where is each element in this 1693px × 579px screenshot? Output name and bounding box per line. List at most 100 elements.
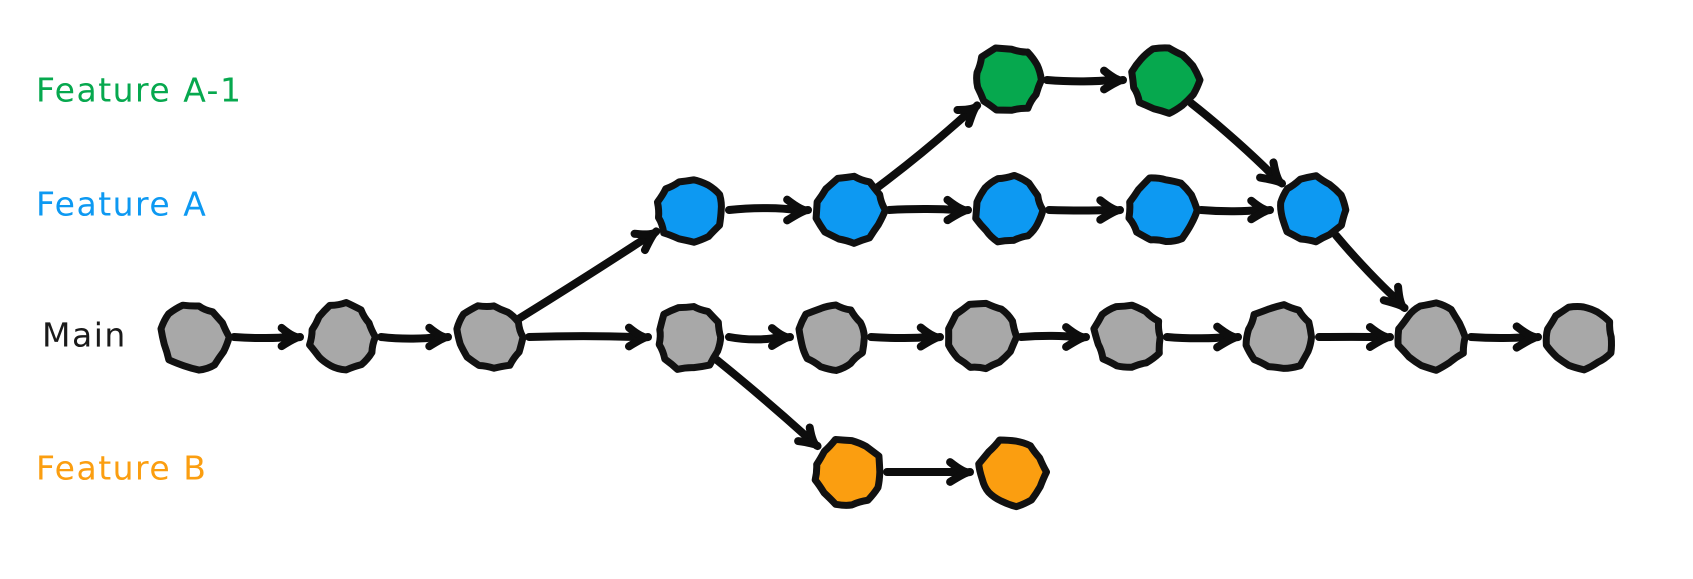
edge-arrowhead [625,323,652,351]
edge-shaft [1043,76,1115,86]
commit-node-a-c5[interactable] [1277,172,1350,246]
edge-arrowhead [1379,282,1409,312]
commit-node-m-c3[interactable] [453,302,527,372]
edge-shaft [515,233,651,323]
commit-node-a-c1[interactable] [653,176,725,246]
edge-arrowhead [1213,322,1242,352]
commit-node-m-c6[interactable] [945,299,1021,373]
edge-shaft [1197,206,1262,216]
commit-node-a-c2[interactable] [812,172,889,247]
commit-node-shape [972,171,1047,246]
edge-arrowhead [630,227,661,255]
commit-node-shape [812,172,889,247]
commit-node-shape [1394,299,1469,374]
edge-shaft [867,333,932,343]
commit-node-b-c1[interactable] [811,435,884,509]
edge-shaft [525,332,640,341]
commit-node-shape [653,176,725,246]
edge-arrowhead [277,323,304,351]
commit-node-shape [1090,301,1164,371]
lane-feature-b-nodes [811,435,1050,511]
commit-node-shape [945,299,1021,373]
edge-arrowhead [425,323,452,351]
commit-node-shape [453,302,527,372]
commit-node-m-c10[interactable] [1542,303,1615,374]
edge-sequence-a-c1-to-a-c2 [725,195,812,225]
lane-feature-a-nodes [653,171,1350,247]
edge-shaft [873,109,972,192]
commit-node-shape [1125,174,1201,246]
edge-merge-a-c5-to-m-c9 [1332,231,1409,312]
edge-arrowhead [953,101,982,128]
commit-node-m-c5[interactable] [795,301,868,374]
edge-arrowhead [1247,196,1274,224]
commit-node-shape [1542,303,1615,374]
edge-sequence-m-c6-to-m-c7 [1017,323,1090,351]
edge-sequence-a1-c1-to-a1-c2 [1043,66,1127,94]
commit-node-shape [157,301,233,374]
edge-sequence-m-c5-to-m-c6 [867,323,944,351]
commit-node-m-c7[interactable] [1090,301,1164,371]
edge-arrowhead [943,195,972,225]
edge-sequence-m-c7-to-m-c8 [1163,322,1242,352]
commit-node-shape [795,301,868,374]
branch-label-main: Main [42,316,127,355]
nodes-layer [157,44,1615,511]
edge-sequence-m-c9-to-m-c10 [1467,322,1542,352]
branch-label-feature-a: Feature A [36,185,207,224]
edge-arrowhead [1062,323,1090,351]
edge-sequence-m-c4-to-m-c5 [725,324,794,350]
commit-node-m-c2[interactable] [306,299,379,374]
lane-main-nodes [157,299,1615,374]
commit-node-a1-c2[interactable] [1128,44,1204,117]
edge-sequence-m-c8-to-m-c9 [1315,323,1394,351]
edge-arrowhead [1100,66,1127,94]
edge-shaft [725,333,782,344]
commit-node-m-c1[interactable] [157,301,233,374]
edge-branch-m-c4-to-b-c1 [712,355,822,451]
commit-node-shape [1277,172,1350,246]
commit-node-b-c2[interactable] [975,436,1050,511]
commit-node-m-c9[interactable] [1394,299,1469,374]
edge-shaft [1187,99,1277,180]
commit-node-m-c8[interactable] [1242,301,1315,372]
edge-sequence-b-c1-to-b-c2 [883,458,974,486]
edge-shaft [1332,231,1401,304]
edge-shaft [725,204,800,214]
edge-branch-a-c2-to-a1-c1 [873,101,982,192]
commit-node-shape [1128,44,1204,117]
edge-sequence-a-c4-to-a-c5 [1197,196,1274,224]
commit-node-shape [655,303,725,373]
commit-node-a-c4[interactable] [1125,174,1201,246]
edge-sequence-m-c3-to-m-c4 [525,323,652,351]
edge-merge-a1-c2-to-a-c5 [1187,99,1287,188]
branch-label-feature-b: Feature B [36,449,207,488]
edge-arrowhead [767,324,794,350]
edge-shaft [377,333,440,343]
edge-shaft [1017,331,1078,341]
commit-node-shape [1242,301,1315,372]
commit-node-shape [975,436,1050,511]
branch-label-feature-a-1: Feature A-1 [36,71,242,110]
commit-node-a1-c1[interactable] [973,44,1045,114]
edge-arrowhead [1096,196,1124,224]
edge-shaft [712,355,813,443]
commit-node-m-c4[interactable] [655,303,725,373]
edge-sequence-a-c3-to-a-c4 [1045,196,1124,224]
edge-sequence-a-c2-to-a-c3 [885,195,972,225]
edge-shaft [1163,333,1230,343]
edge-shaft [1467,333,1530,343]
edge-arrowhead [1512,322,1542,352]
commit-node-shape [973,44,1045,114]
edge-arrowhead [916,323,944,351]
edge-branch-m-c3-to-a-c1 [515,227,661,323]
edge-arrowhead [946,458,974,486]
commit-node-a-c3[interactable] [972,171,1047,246]
edge-sequence-m-c2-to-m-c3 [377,323,452,351]
edge-shaft [885,205,960,214]
edge-arrowhead [1365,323,1394,351]
edges-layer [230,66,1542,486]
